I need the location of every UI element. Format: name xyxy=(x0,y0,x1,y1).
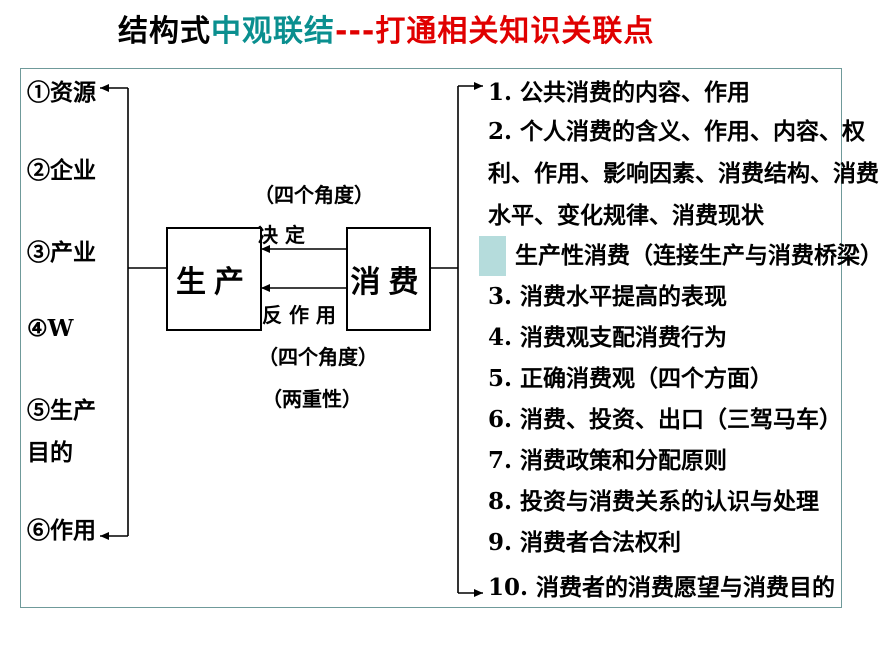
label-counteraction: 反 作 用 xyxy=(262,303,336,327)
right-item-2-line-2: 利、作用、影响因素、消费结构、消费 xyxy=(488,160,879,187)
right-item-1: 1. 公共消费的内容、作用 xyxy=(488,79,751,106)
right-item-9: 9. 消费者合法权利 xyxy=(488,529,682,556)
right-item-7: 7. 消费政策和分配原则 xyxy=(488,447,728,474)
left-item-function: ⑥作用 xyxy=(27,517,96,544)
consumption-box: 消费 xyxy=(346,227,431,331)
title-part-2: 中观联结 xyxy=(211,14,335,49)
left-item-production-purpose-2: 目的 xyxy=(27,439,73,466)
right-item-productive-consumption: 生产性消费（连接生产与消费桥梁） xyxy=(515,242,883,269)
right-item-10: 10. 消费者的消费愿望与消费目的 xyxy=(488,574,836,601)
left-item-production-purpose-1: ⑤生产 xyxy=(27,397,96,424)
title-part-3: ---打通相关知识 xyxy=(335,14,562,49)
right-item-6: 6. 消费、投资、出口（三驾马车） xyxy=(488,406,843,433)
label-four-angles-top: （四个角度） xyxy=(254,183,374,207)
title-part-4: 关联点 xyxy=(561,14,655,49)
left-item-w: ④W xyxy=(27,315,74,342)
label-four-angles-bottom: （四个角度） xyxy=(258,345,378,369)
production-box: 生产 xyxy=(166,227,262,331)
highlight-marker xyxy=(479,236,506,276)
right-item-2-line-1: 2. 个人消费的含义、作用、内容、权 xyxy=(488,118,866,145)
label-duality: （两重性） xyxy=(262,387,362,411)
left-item-resources: ①资源 xyxy=(27,79,96,106)
right-item-3: 3. 消费水平提高的表现 xyxy=(488,283,728,310)
right-item-2-line-3: 水平、变化规律、消费现状 xyxy=(488,202,764,229)
connector-lines xyxy=(100,82,483,597)
title-part-1: 结构式 xyxy=(118,14,211,49)
right-item-4: 4. 消费观支配消费行为 xyxy=(488,324,728,351)
right-item-8: 8. 投资与消费关系的认识与处理 xyxy=(488,488,820,515)
left-item-enterprise: ②企业 xyxy=(27,157,96,184)
right-item-5: 5. 正确消费观（四个方面） xyxy=(488,365,774,392)
diagram-frame xyxy=(20,68,842,608)
left-item-industry: ③产业 xyxy=(27,239,96,266)
label-determines: 决 定 xyxy=(258,223,305,247)
page-title: 结构式中观联结---打通相关知识关联点 xyxy=(118,12,654,52)
